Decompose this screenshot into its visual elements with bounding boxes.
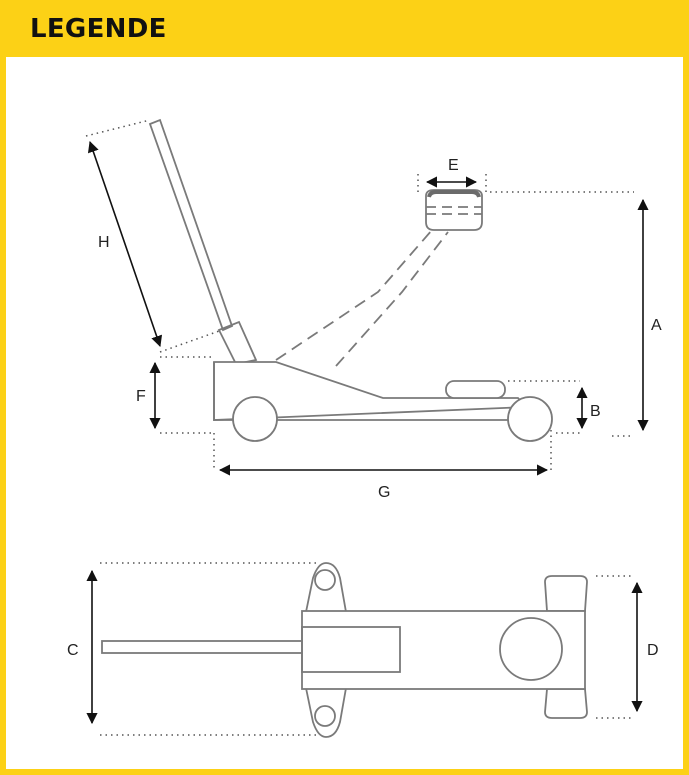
label-d: D: [647, 642, 659, 659]
frame-border-right: [683, 57, 689, 775]
top-handle: [101, 640, 305, 654]
label-f: F: [136, 388, 146, 405]
saddle-raised: [425, 189, 483, 231]
front-lug-bottom-hole: [314, 705, 336, 727]
frame-border-left: [0, 57, 6, 775]
top-view: [101, 562, 588, 738]
dimension-labels: H E A F B G C D: [67, 157, 662, 659]
jack-handle: [148, 118, 234, 332]
top-view-dimension-arrows: [86, 569, 643, 725]
label-a: A: [651, 317, 662, 334]
jack-body-lower: [213, 362, 532, 421]
label-h: H: [98, 234, 110, 251]
label-g: G: [378, 484, 390, 501]
top-saddle: [499, 617, 563, 681]
frame-border-bottom: [0, 769, 689, 775]
rear-wheel: [507, 396, 553, 442]
label-e: E: [448, 157, 459, 174]
side-view-reference-lines: [85, 119, 634, 470]
legend-title: LEGENDE: [30, 14, 167, 44]
label-b: B: [590, 403, 601, 420]
front-lug-top-hole: [314, 569, 336, 591]
rear-wheel-bottom: [544, 688, 588, 719]
label-c: C: [67, 642, 79, 659]
handle-socket: [217, 320, 258, 366]
legend-header: LEGENDE: [0, 0, 689, 57]
saddle-rest: [445, 380, 506, 399]
top-pump-block: [301, 626, 401, 673]
side-view-dimension-arrows: [87, 140, 649, 476]
top-view-reference-lines: [100, 562, 632, 736]
side-view: [148, 118, 553, 442]
lift-arm-raised: [275, 229, 449, 367]
front-wheel: [232, 396, 278, 442]
rear-wheel-top: [544, 575, 588, 612]
front-lug-bottom: [304, 687, 348, 738]
dimension-arrow-h: [87, 140, 163, 348]
